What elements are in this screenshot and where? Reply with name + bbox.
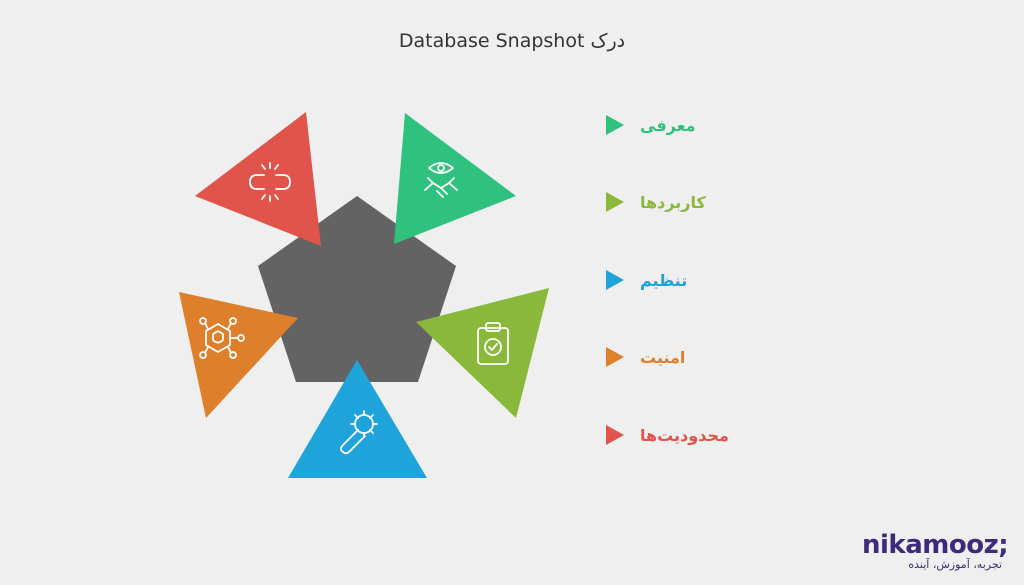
brand-tagline: تجربه، آموزش، آینده	[908, 558, 1002, 571]
triangle-arrow-icon	[606, 270, 624, 290]
triangle-arrow-icon	[606, 347, 624, 367]
brand-logo: nikamooz; تجربه، آموزش، آینده	[862, 530, 1009, 571]
section-triangle-security[interactable]	[179, 292, 298, 418]
triangle-arrow-icon	[606, 115, 624, 135]
wrench-gear-icon	[340, 410, 378, 455]
legend-label: محدودیت‌ها	[640, 425, 729, 445]
legend-label: امنیت	[640, 347, 686, 367]
triangle-arrow-icon	[606, 425, 624, 445]
section-triangle-uses[interactable]	[416, 288, 549, 418]
triangle-arrow-icon	[606, 192, 624, 212]
legend-item-limitations[interactable]: محدودیت‌ها	[600, 420, 820, 450]
legend-item-setup[interactable]: تنظیم	[600, 265, 820, 295]
center-pentagon	[258, 196, 456, 382]
legend-item-intro[interactable]: معرفی	[600, 110, 820, 140]
legend-label: کاربردها	[640, 192, 706, 212]
legend-item-uses[interactable]: کاربردها	[600, 187, 820, 217]
legend-label: تنظیم	[640, 270, 688, 290]
legend-label: معرفی	[640, 115, 696, 135]
legend-item-security[interactable]: امنیت	[600, 342, 820, 372]
shield-network-icon	[199, 317, 245, 359]
section-triangle-intro[interactable]	[394, 113, 516, 244]
clipboard-check-icon	[477, 322, 509, 365]
broken-link-icon	[249, 162, 291, 202]
section-triangle-limitations[interactable]	[195, 112, 321, 246]
section-triangle-setup[interactable]	[288, 360, 427, 478]
eye-handshake-icon	[424, 162, 458, 198]
page-title: درک Database Snapshot	[398, 30, 626, 52]
brand-name: nikamooz;	[862, 530, 1009, 560]
